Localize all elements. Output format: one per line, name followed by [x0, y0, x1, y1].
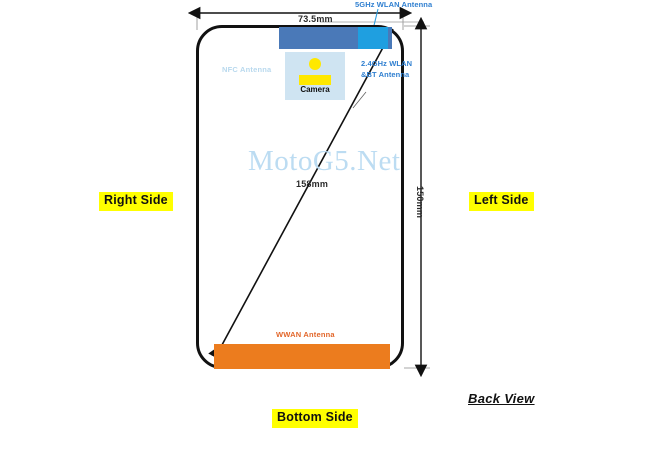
width-dimension-label: 73.5mm — [298, 14, 333, 24]
view-label-back: Back View — [468, 391, 535, 406]
orientation-label-right: Right Side — [99, 192, 173, 211]
wlan-antenna-band-edge — [388, 27, 392, 49]
camera-module: Camera — [285, 52, 345, 100]
camera-lens-icon — [309, 58, 321, 70]
wlan-antenna-band-5ghz — [358, 27, 388, 49]
wlan-antenna-band-main — [279, 27, 358, 49]
camera-label: Camera — [300, 85, 330, 94]
site-watermark: MotoG5.Net — [248, 145, 401, 177]
antenna-label-5ghz-wlan: 5GHz WLAN Antenna — [355, 0, 433, 9]
orientation-label-bottom: Bottom Side — [272, 409, 358, 428]
orientation-label-left: Left Side — [469, 192, 534, 211]
diagonal-dimension-label: 158mm — [296, 179, 329, 189]
antenna-label-24ghz-wlan-bt-line1: 2.4GHz WLAN — [361, 59, 413, 68]
height-dimension-label: 150mm — [415, 186, 425, 219]
antenna-label-nfc: NFC Antenna — [222, 65, 272, 74]
antenna-label-24ghz-wlan-bt-line2: &BT Antenna — [361, 70, 410, 79]
antenna-label-wwan: WWAN Antenna — [276, 330, 335, 339]
camera-flash-icon — [299, 75, 331, 85]
wwan-antenna-band — [214, 344, 390, 369]
